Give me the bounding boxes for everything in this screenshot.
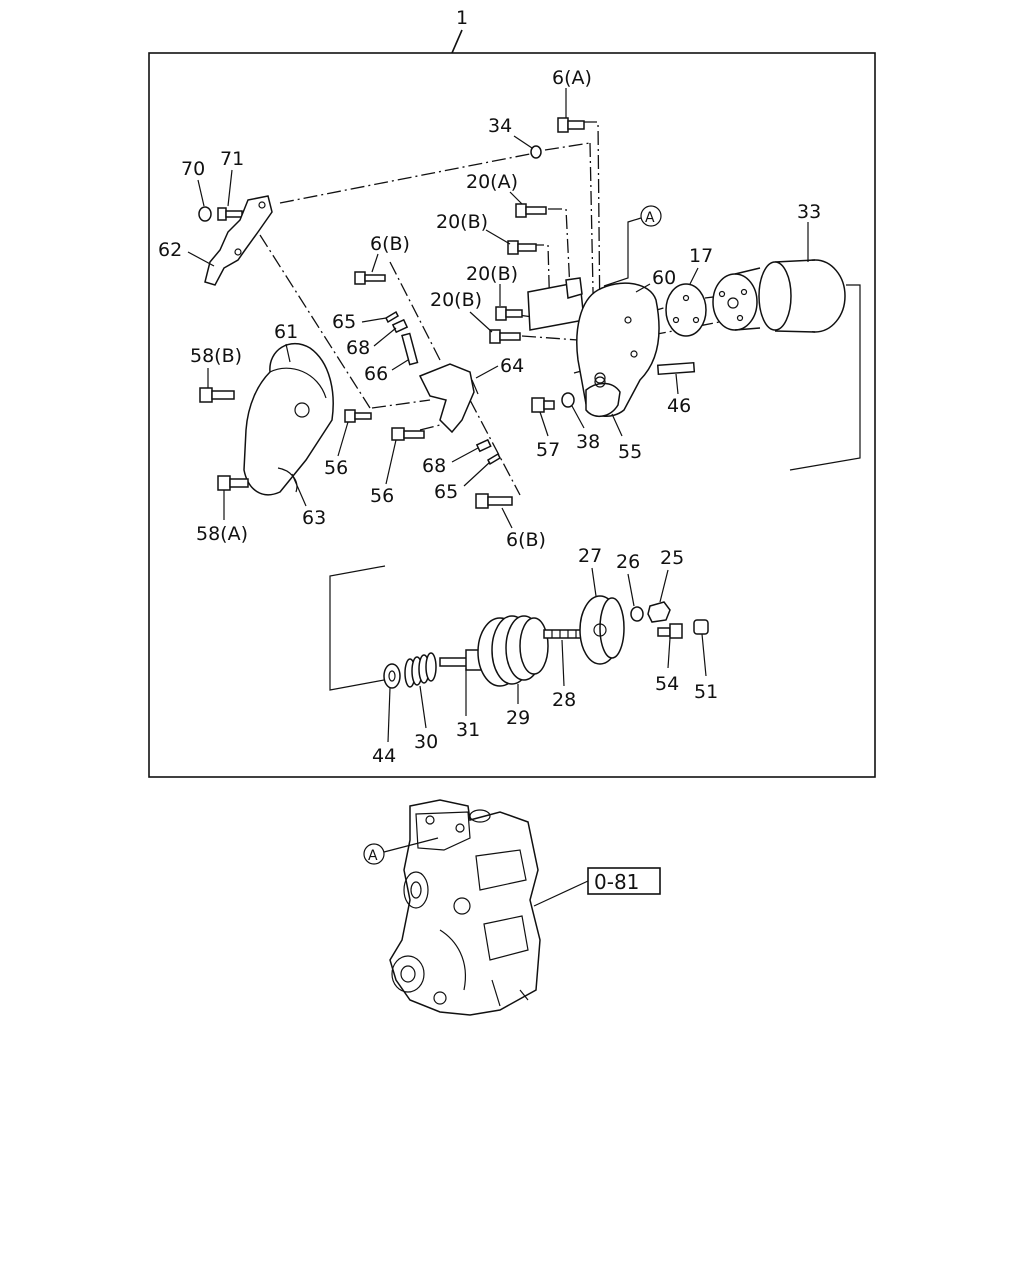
callout-56-b: 56 — [370, 485, 394, 507]
pulley-29 — [477, 615, 549, 687]
bolt-56-b — [391, 427, 425, 441]
callout-20b-1: 20(B) — [436, 211, 488, 233]
bolt-6b-lower — [475, 493, 513, 509]
callout-56-a: 56 — [324, 457, 348, 479]
callout-30: 30 — [414, 731, 438, 753]
callout-62: 62 — [158, 239, 182, 261]
nut-25 — [647, 601, 671, 623]
nut-26 — [630, 606, 644, 622]
assembly-number: 1 — [456, 7, 468, 29]
callout-27: 27 — [578, 545, 602, 567]
callout-33: 33 — [797, 201, 821, 223]
callout-68-lower: 68 — [422, 455, 446, 477]
housing-60 — [576, 282, 660, 417]
assembly-frame — [148, 52, 876, 778]
bolt-58a — [217, 475, 249, 491]
callout-28: 28 — [552, 689, 576, 711]
washer-38 — [561, 392, 575, 408]
callout-29: 29 — [506, 707, 530, 729]
guide-line-cover — [259, 234, 371, 409]
callout-17: 17 — [689, 245, 713, 267]
callout-20a: 20(A) — [466, 171, 518, 193]
washer-34 — [530, 145, 542, 159]
bolt-6a — [557, 117, 585, 133]
callout-labels: 6(A) 34 70 71 20(A) 20(B) 20(B) 20(B) 33… — [158, 67, 821, 767]
seal-44 — [383, 663, 401, 689]
callout-66: 66 — [364, 363, 388, 385]
callout-34: 34 — [488, 115, 512, 137]
callout-65-lower: 65 — [434, 481, 458, 503]
bracket-62 — [204, 195, 273, 286]
ref-page-label: 0-81 — [594, 870, 639, 894]
callout-38: 38 — [576, 431, 600, 453]
bolt-71 — [217, 207, 243, 221]
callout-61: 61 — [274, 321, 298, 343]
svg-text:A: A — [645, 210, 655, 226]
ref-marker-a-lower — [363, 843, 385, 865]
clutch-33 — [712, 259, 846, 333]
disc-27 — [579, 595, 625, 665]
pin-46 — [656, 361, 696, 376]
callout-44: 44 — [372, 745, 396, 767]
callout-6b-lower: 6(B) — [506, 529, 546, 551]
nut-70 — [198, 206, 212, 222]
spring-30 — [404, 652, 437, 688]
bolt-20b-3 — [489, 329, 521, 344]
callout-20b-3: 20(B) — [430, 289, 482, 311]
lever-64 — [418, 363, 475, 434]
callout-46: 46 — [667, 395, 691, 417]
callout-60: 60 — [652, 267, 676, 289]
connector-to-lower — [789, 284, 861, 471]
bolt-20a — [515, 203, 547, 218]
callout-58b: 58(B) — [190, 345, 242, 367]
callout-26: 26 — [616, 551, 640, 573]
bolt-56-a — [344, 409, 372, 423]
housing-reference — [389, 799, 541, 1016]
ref-marker-a-upper — [640, 205, 662, 227]
svg-text:A: A — [368, 848, 378, 864]
rod-28 — [543, 629, 585, 639]
callout-63: 63 — [302, 507, 326, 529]
callout-31: 31 — [456, 719, 480, 741]
callout-68-upper: 68 — [346, 337, 370, 359]
bushing-68-upper — [391, 318, 409, 334]
callout-70: 70 — [181, 158, 205, 180]
callout-6b-upper: 6(B) — [370, 233, 410, 255]
callout-25: 25 — [660, 547, 684, 569]
callout-64: 64 — [500, 355, 524, 377]
clip-65-upper — [385, 310, 399, 324]
bolt-6b-upper — [354, 271, 386, 285]
bolt-20b-2 — [495, 306, 523, 321]
connector-from-upper — [329, 565, 386, 691]
callout-58a: 58(A) — [196, 523, 248, 545]
callout-57: 57 — [536, 439, 560, 461]
plate-17 — [665, 283, 707, 337]
plate-55 — [585, 382, 621, 417]
shaft-66 — [401, 332, 419, 366]
callout-71: 71 — [220, 148, 244, 170]
bolt-20b-1 — [507, 240, 537, 255]
callout-51: 51 — [694, 681, 718, 703]
cap-51 — [693, 619, 709, 635]
bolt-57 — [531, 397, 555, 413]
callout-54: 54 — [655, 673, 679, 695]
callout-55: 55 — [618, 441, 642, 463]
screw-54 — [657, 623, 683, 639]
guide-line-bracket — [279, 151, 541, 204]
bushing-68-lower — [475, 438, 492, 453]
callout-6a: 6(A) — [552, 67, 592, 89]
assembly-leader — [451, 29, 463, 54]
callout-65-upper: 65 — [332, 311, 356, 333]
callout-20b-2: 20(B) — [466, 263, 518, 285]
cover-61 — [243, 342, 334, 496]
bolt-58b — [199, 387, 235, 403]
